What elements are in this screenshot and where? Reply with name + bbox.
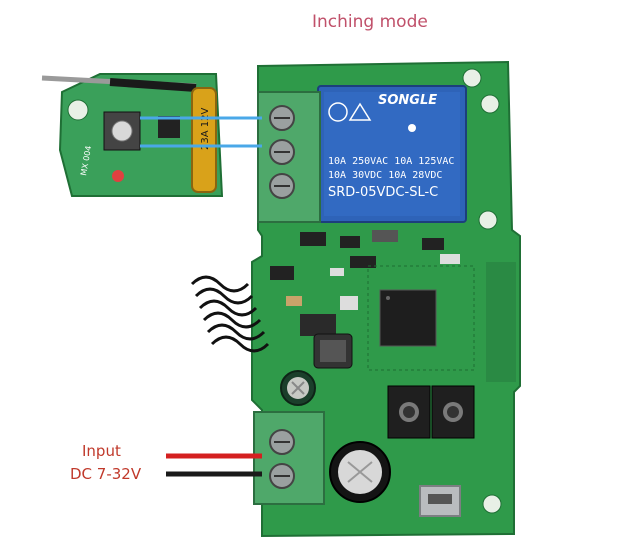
remote-led <box>112 170 124 182</box>
smd-components <box>270 230 460 336</box>
mount-hole <box>482 494 502 514</box>
cqc-mark-icon <box>328 102 348 122</box>
large-capacitor <box>329 441 391 503</box>
battery-label: 23A 12V <box>200 108 211 150</box>
tactile-button-left[interactable] <box>387 385 431 439</box>
remote-mount-hole <box>67 99 89 121</box>
dc-voltage-label: DC 7-32V <box>70 465 142 483</box>
tactile-button-right[interactable] <box>431 385 475 439</box>
input-wires <box>166 453 262 477</box>
micro-usb-port <box>419 485 461 517</box>
relay-rating-line-1: 10A 250VAC 10A 125VAC <box>328 156 454 167</box>
relay-brand: SONGLE <box>378 93 437 108</box>
relay-model: SRD-05VDC-SL-C <box>328 185 438 200</box>
wifi-module-chip <box>367 265 475 371</box>
remote-transmitter: 23A 12V MX 004 <box>41 73 262 197</box>
input-label: Input <box>82 442 121 460</box>
mode-title: Inching mode <box>312 12 428 32</box>
mount-hole <box>478 210 498 230</box>
mount-hole <box>480 94 500 114</box>
relay: SONGLE 10A 250VAC 10A 125VAC 10A 30VDC 1… <box>317 85 467 223</box>
warning-triangle-icon <box>348 102 372 121</box>
output-terminal-block <box>257 91 321 223</box>
pcb-antenna-tab <box>486 262 516 382</box>
inductor <box>313 333 353 369</box>
relay-indicator-dot <box>408 124 416 132</box>
battery <box>191 87 217 193</box>
relay-rating-line-2: 10A 30VDC 10A 28VDC <box>328 170 442 181</box>
input-terminal-block <box>253 411 325 505</box>
mount-hole <box>462 68 482 88</box>
coil-antenna <box>190 275 270 353</box>
electrolytic-capacitor <box>280 370 316 406</box>
